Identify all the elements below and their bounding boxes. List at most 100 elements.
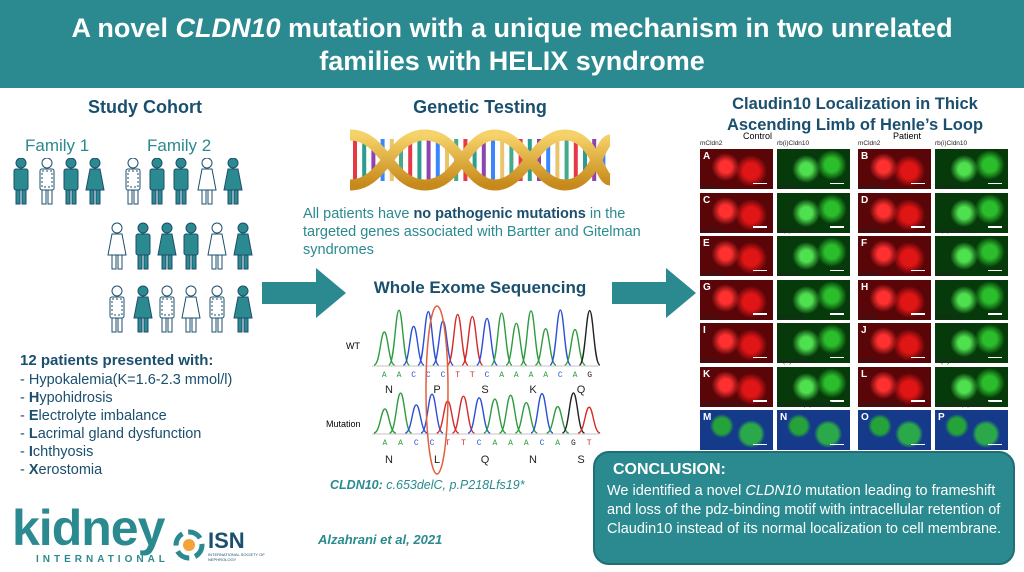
stain-label: mOccl/rbCldn19 — [858, 401, 905, 408]
patients-list: 12 patients presented with: - Hypokalemi… — [20, 352, 300, 479]
sequence-base: A — [499, 371, 504, 380]
sequence-base: T — [461, 439, 466, 448]
female-person-icon — [223, 158, 243, 205]
amino-acid: N — [385, 384, 393, 396]
stain-label: mOccl — [700, 314, 719, 321]
chromatogram-peak — [467, 397, 491, 434]
stain-label: rb(A)Cldn10 — [935, 227, 971, 234]
wt-label: WT — [346, 341, 360, 351]
isn-logo-sub: INTERNATIONAL SOCIETY OF NEPHROLOGY — [208, 552, 265, 562]
panel-letter: L — [861, 368, 868, 380]
symptom-item: - Hypokalemia(K=1.6-2.3 mmol/l) — [20, 371, 300, 389]
symptom-text: erostomia — [38, 462, 103, 478]
conclusion-text-part: mutation leading to frameshift and loss … — [607, 483, 1002, 537]
isn-logo: ISN — [208, 528, 245, 553]
stain-label: rb(i)Cldn10 — [935, 140, 968, 147]
chromatogram-peak — [483, 398, 507, 434]
microscopy-image: D — [858, 192, 931, 233]
chromatogram-peak — [373, 331, 395, 366]
stain-label: rbCldn19 — [935, 314, 962, 321]
male-person-icon — [13, 158, 29, 205]
stain-label: mOccl — [858, 357, 877, 365]
conclusion-text: We identified a novel CLDN10 mutation le… — [595, 479, 1013, 539]
stain-label: rbCldn3 — [935, 270, 958, 278]
chromatogram-peak — [514, 401, 538, 434]
pedigree-figure — [13, 158, 253, 333]
sequence-base: C — [485, 371, 490, 380]
stain-label: rbCldn19 — [777, 314, 804, 321]
isn-logo-icon — [173, 529, 205, 561]
amino-acid: K — [529, 384, 537, 396]
scale-bar — [988, 313, 1002, 315]
stain-label: mCldn2 — [858, 227, 881, 234]
microscopy-image: K — [700, 366, 773, 407]
sequence-base: A — [508, 439, 513, 448]
microscopy-image: C — [700, 192, 773, 233]
chromatogram-peak — [577, 406, 601, 434]
female-person-icon — [197, 158, 217, 205]
chromatogram-peak — [564, 328, 586, 366]
panel-letter: A — [703, 151, 711, 162]
microscopy-image: J — [858, 323, 931, 363]
microscopy-image — [935, 192, 1008, 233]
microscopy-image: P — [935, 410, 1008, 450]
scale-bar — [830, 226, 844, 228]
mutation-label: Mutation — [326, 419, 361, 429]
stain-label: rbNKCC2 — [935, 183, 963, 191]
variant-text: CLDN10: c.653delC, p.P218Lfs19* — [330, 478, 525, 492]
microscopy-image — [777, 236, 850, 276]
sequence-base: C — [430, 439, 435, 448]
female-person-icon — [107, 222, 127, 270]
amino-acid: L — [434, 454, 440, 466]
chromatogram-peak — [388, 309, 410, 366]
amino-acid: Q — [577, 384, 586, 396]
control-label: Control — [743, 131, 773, 141]
microscopy-image — [935, 279, 1008, 320]
symptom-item: - Lacrimal gland dysfunction — [20, 425, 300, 443]
chromatogram-peak — [578, 309, 601, 366]
stain-label: rb(A) Cldn10 — [777, 357, 814, 365]
male-person-icon — [125, 158, 141, 205]
family2-label: Family 2 — [147, 136, 212, 155]
variant-detail: c.653delC, p.P218Lfs19* — [382, 478, 525, 492]
chromatogram-peak — [490, 312, 513, 366]
stain-label: mOccl — [700, 357, 719, 365]
scale-bar — [911, 356, 925, 358]
panel-letter: I — [703, 325, 706, 336]
scale-bar — [911, 313, 925, 315]
panel-letter: G — [703, 281, 711, 293]
male-person-icon — [159, 285, 175, 333]
scale-bar — [911, 443, 925, 445]
stain-label: rb(i)Cldn10 — [777, 140, 810, 147]
microscopy-image: G — [700, 279, 773, 320]
arrow-icon — [262, 268, 346, 318]
chromatogram-peak — [420, 393, 444, 434]
scale-bar — [988, 182, 1002, 184]
male-person-icon — [63, 158, 79, 205]
conclusion-gene: CLDN10 — [745, 483, 801, 499]
symptom-initial: H — [28, 390, 40, 406]
title-line2: families with HELIX syndrome — [319, 46, 705, 76]
panel-letter: E — [703, 238, 710, 249]
mutation-highlight — [425, 305, 449, 475]
panel-letter: H — [861, 281, 869, 293]
sequence-base: T — [587, 439, 592, 448]
family1-label: Family 1 — [25, 136, 90, 155]
panel-letter: O — [861, 412, 869, 423]
panel-letter: N — [780, 412, 788, 423]
symptom-text: acrimal gland dysfunction — [37, 426, 202, 442]
microscopy-image — [935, 236, 1008, 276]
scale-bar — [988, 356, 1002, 358]
chromatogram-peak — [417, 310, 440, 366]
scale-bar — [753, 356, 767, 358]
chromatogram-peak — [402, 325, 425, 366]
male-person-icon — [135, 222, 151, 270]
variant-gene: CLDN10: — [330, 478, 383, 492]
panel-letter: F — [861, 238, 868, 249]
chromatogram-peak — [373, 408, 397, 434]
stain-label: rbCldn3 — [777, 270, 800, 278]
microscopy-image: M — [700, 410, 773, 450]
scale-bar — [911, 182, 925, 184]
scale-bar — [830, 443, 844, 445]
